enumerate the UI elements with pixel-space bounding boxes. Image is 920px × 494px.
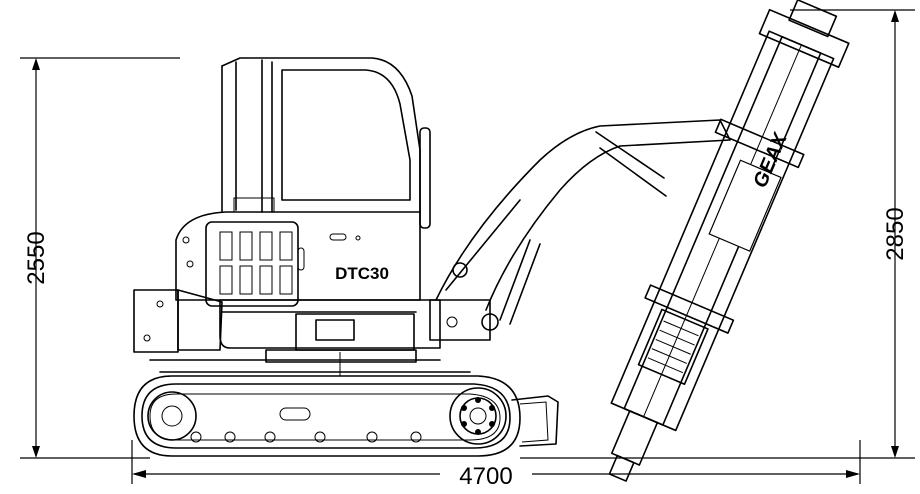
- upper-structure: [133, 211, 441, 353]
- dimension-bottom: [131, 440, 861, 484]
- dimension-left: [20, 57, 180, 459]
- dimension-right: [520, 9, 915, 459]
- dozer-blade: [511, 395, 559, 447]
- operator-cab: [221, 57, 431, 229]
- dimension-bottom-label: 4700: [459, 463, 512, 489]
- boom-arm: [429, 119, 731, 341]
- dimension-left-label: 2550: [23, 231, 50, 284]
- brand-panel: [708, 159, 782, 252]
- crawler-track: [133, 349, 521, 457]
- model-label: DTC30: [335, 264, 389, 283]
- brand-label: GEAX: [749, 129, 792, 191]
- drill-mast: [608, 0, 850, 482]
- dimension-right-label: 2850: [882, 207, 909, 260]
